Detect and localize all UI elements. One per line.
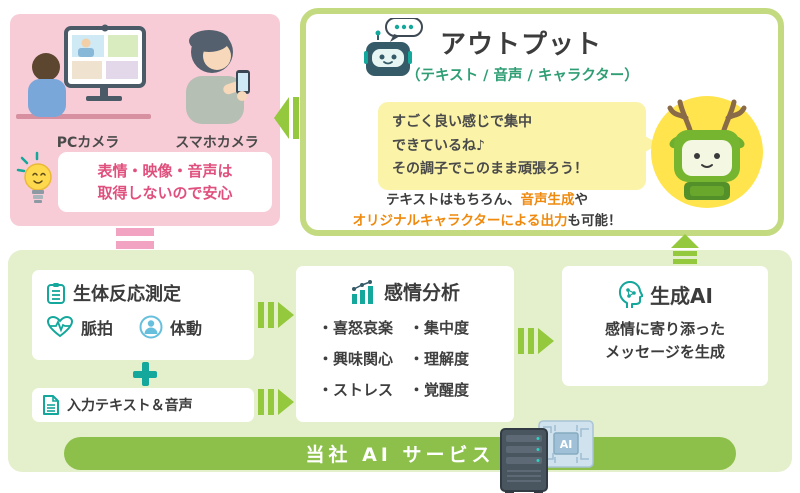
bubble-line2: できているね♪ xyxy=(392,137,485,154)
arrow-genai-to-output xyxy=(671,234,699,264)
arrow-input-to-emotion xyxy=(258,389,294,415)
note-text: も可能！ xyxy=(567,212,622,229)
genai-title: 生成AI xyxy=(650,284,713,308)
smartphone-camera-label: スマホカメラ xyxy=(175,135,259,151)
bubble-line1: すごく良い感じで集中 xyxy=(392,114,532,130)
output-note: テキストはもちろん、音声生成や オリジナルキャラクターによる出力も可能！ xyxy=(322,190,652,232)
emotion-items: ・喜怒哀楽 ・興味関心 ・ストレス ・集中度 ・理解度 ・覚醒度 xyxy=(296,305,514,400)
lightbulb-icon xyxy=(16,151,52,203)
genai-description: 感情に寄り添った メッセージを生成 xyxy=(562,318,768,365)
ai-server-illustration: AI xyxy=(500,420,594,493)
mascot-speech-bubble: すごく良い感じで集中 できているね♪ その調子でこのまま頑張ろう！ xyxy=(378,102,659,190)
biometric-title-row: 生体反応測定 xyxy=(32,270,254,306)
document-icon xyxy=(43,395,59,415)
ai-chip-label: AI xyxy=(560,438,573,451)
output-section: アウトプット （テキスト / 音声 / キャラクター） すごく良い感じで集中 で… xyxy=(300,8,784,236)
genai-title-row: 生成AI xyxy=(562,266,768,309)
service-band-label: 当社 AI サービス xyxy=(305,444,495,466)
emotion-item: ・興味関心 xyxy=(318,350,394,368)
output-note-line2: オリジナルキャラクターによる出力も可能！ xyxy=(322,211,652,232)
robot-icon xyxy=(364,18,423,76)
output-note-line1: テキストはもちろん、音声生成や xyxy=(322,190,652,211)
plus-icon xyxy=(133,362,157,386)
note-text: や xyxy=(574,192,589,208)
genai-box: 生成AI 感情に寄り添った メッセージを生成 xyxy=(562,266,768,386)
privacy-note-line1: 表情・映像・音声は xyxy=(97,161,233,180)
arrow-biometric-to-emotion xyxy=(258,302,294,328)
emotion-item: ・ストレス xyxy=(318,381,394,399)
pc-camera-label: PCカメラ xyxy=(56,135,120,151)
privacy-note-line2: 取得しないので安心 xyxy=(97,184,233,202)
smartphone-camera-illustration xyxy=(186,30,250,124)
biometric-title: 生体反応測定 xyxy=(73,284,181,305)
heart-pulse-icon xyxy=(46,315,74,338)
note-text: テキストはもちろん、 xyxy=(385,192,521,208)
emotion-title: 感情分析 xyxy=(383,282,460,304)
arrow-emotion-to-genai xyxy=(518,328,554,354)
genai-desc-line1: 感情に寄り添った xyxy=(604,320,725,338)
emotion-items-left: ・喜怒哀楽 ・興味関心 ・ストレス xyxy=(318,317,393,400)
service-band: 当社 AI サービス xyxy=(64,437,736,470)
emotion-items-right: ・集中度 ・理解度 ・覚醒度 xyxy=(409,317,469,400)
body-movement-icon xyxy=(139,315,163,339)
deer-mascot-character xyxy=(651,96,763,208)
clipboard-icon xyxy=(47,283,65,304)
camera-section: PCカメラ スマホカメラ 表情・映像・音声は 取得しないので安心 xyxy=(10,14,280,226)
chart-icon xyxy=(351,279,373,304)
emotion-item: ・喜怒哀楽 xyxy=(318,319,394,337)
privacy-note: 表情・映像・音声は 取得しないので安心 xyxy=(58,152,272,212)
note-highlight: 音声生成 xyxy=(520,192,575,208)
output-title: アウトプット xyxy=(439,30,602,60)
bubble-line3: その調子でこのまま頑張ろう！ xyxy=(392,161,588,178)
ai-head-icon xyxy=(619,280,644,308)
emotion-item: ・集中度 xyxy=(409,319,470,337)
movement-label: 体動 xyxy=(170,319,203,338)
vitals-row: 脈拍 体動 xyxy=(32,306,254,339)
biometric-box: 生体反応測定 脈拍 体動 xyxy=(32,270,254,360)
input-box: 入力テキスト＆音声 xyxy=(32,388,254,422)
pc-camera-illustration xyxy=(16,24,151,119)
genai-desc-line2: メッセージを生成 xyxy=(605,343,725,362)
output-subtitle: （テキスト / 音声 / キャラクター） xyxy=(406,68,639,84)
emotion-box: 感情分析 ・喜怒哀楽 ・興味関心 ・ストレス ・集中度 ・理解度 ・覚醒度 xyxy=(296,266,514,422)
emotion-item: ・理解度 xyxy=(409,350,470,368)
output-header: アウトプット （テキスト / 音声 / キャラクター） xyxy=(406,24,639,85)
emotion-item: ・覚醒度 xyxy=(409,381,470,399)
input-label: 入力テキスト＆音声 xyxy=(67,398,193,414)
emotion-title-row: 感情分析 xyxy=(296,266,514,305)
pulse-label: 脈拍 xyxy=(81,319,114,338)
note-highlight: オリジナルキャラクターによる出力 xyxy=(352,212,568,229)
